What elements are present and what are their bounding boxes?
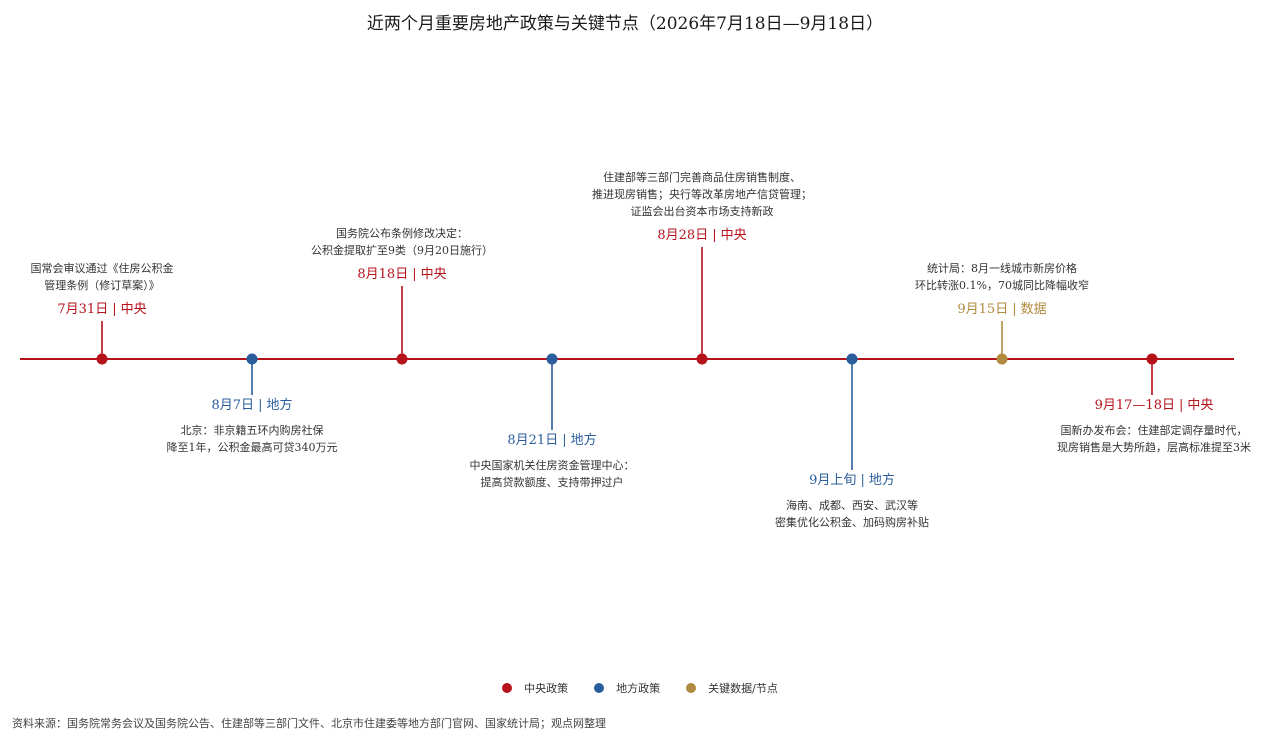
event-description-line: 中央国家机关住房资金管理中心： <box>469 459 635 472</box>
event-category: 中央 <box>720 228 747 243</box>
date-separator: | <box>412 267 417 282</box>
event-label: 8月21日|地方中央国家机关住房资金管理中心： 提高贷款额度、支持带押过户 <box>470 432 635 491</box>
event-marker <box>396 353 408 365</box>
event-description-line: 现房销售是大势所趋，层高标准提至3米 <box>1057 441 1251 454</box>
event-description-line: 海南、成都、西安、武汉等 <box>786 499 918 512</box>
legend-dot <box>594 683 605 693</box>
event-label: 住建部等三部门完善商品住房销售制度、推进现房销售；央行等改革房地产信贷管理； 证监… <box>592 169 812 245</box>
event-description-line: 统计局：8月一线城市新房价格 <box>926 262 1077 275</box>
event-category: 地方 <box>570 433 597 448</box>
date-separator: | <box>712 228 717 243</box>
event-date: 9月上旬|地方 <box>775 472 929 490</box>
event-description-line: 降至1年，公积金最高可贷340万元 <box>166 441 338 454</box>
date-separator: | <box>258 398 263 413</box>
date-separator: | <box>860 473 865 488</box>
date-separator: | <box>112 302 117 317</box>
event-description-line: 环比转涨0.1%，70城同比降幅收窄 <box>915 279 1089 292</box>
event-description-line: 证监会出台资本市场支持新政 <box>630 205 774 218</box>
event-date: 9月15日|数据 <box>915 301 1089 319</box>
event-date: 8月18日|中央 <box>311 266 493 284</box>
legend-dot <box>502 683 513 693</box>
event-label: 8月7日|地方北京：非京籍五环内购房社保降至1年，公积金最高可贷340万元 <box>167 397 338 456</box>
event-marker <box>696 353 708 365</box>
legend-label: 关键数据/节点 <box>708 682 778 695</box>
event-marker <box>96 353 108 365</box>
event-date-text: 9月17—18日 <box>1094 398 1175 413</box>
event-date: 7月31日|中央 <box>31 301 174 319</box>
event-category: 地方 <box>868 473 895 488</box>
event-marker <box>1146 353 1158 365</box>
event-description: 中央国家机关住房资金管理中心： 提高贷款额度、支持带押过户 <box>470 457 635 491</box>
event-date-text: 9月15日 <box>957 302 1009 317</box>
event-label: 国务院公布条例修改决定： 公积金提取扩至9类（9月20日施行） 8月18日|中央 <box>311 225 493 284</box>
legend-label: 地方政策 <box>616 682 661 695</box>
event-date: 9月17—18日|中央 <box>1057 397 1251 415</box>
event-category: 中央 <box>120 302 147 317</box>
event-description-line: 国常会审议通过《住房公积金 <box>30 262 174 275</box>
date-separator: | <box>1012 302 1017 317</box>
event-description: 国新办发布会：住建部定调存量时代， 现房销售是大势所趋，层高标准提至3米 <box>1057 422 1251 456</box>
event-description-line: 推进现房销售；央行等改革房地产信贷管理； <box>592 188 812 201</box>
event-category: 中央 <box>1187 398 1214 413</box>
event-description-line: 公积金提取扩至9类（9月20日施行） <box>311 244 493 257</box>
event-label: 国常会审议通过《住房公积金管理条例（修订草案）》 7月31日|中央 <box>31 260 174 319</box>
event-description-line: 北京：非京籍五环内购房社保 <box>180 424 324 437</box>
event-date-text: 8月7日 <box>211 398 255 413</box>
event-marker <box>996 353 1008 365</box>
event-description: 住建部等三部门完善商品住房销售制度、推进现房销售；央行等改革房地产信贷管理； 证监… <box>592 169 812 220</box>
event-description: 海南、成都、西安、武汉等密集优化公积金、加码购房补贴 <box>775 497 929 531</box>
date-separator: | <box>562 433 567 448</box>
event-category: 地方 <box>266 398 293 413</box>
event-marker <box>546 353 558 365</box>
page-title: 近两个月重要房地产政策与关键节点（2026年7月18日—9月18日） <box>366 14 884 34</box>
event-description: 北京：非京籍五环内购房社保降至1年，公积金最高可贷340万元 <box>167 422 338 456</box>
event-date: 8月21日|地方 <box>470 432 635 450</box>
event-date-text: 8月21日 <box>507 433 559 448</box>
legend-dot <box>686 683 697 693</box>
event-date-text: 8月28日 <box>657 228 709 243</box>
legend-label: 中央政策 <box>524 682 569 695</box>
legend-item-data: 关键数据/节点 <box>686 680 778 696</box>
event-date-text: 8月18日 <box>357 267 409 282</box>
event-description: 国常会审议通过《住房公积金管理条例（修订草案）》 <box>31 260 174 294</box>
event-date-text: 7月31日 <box>57 302 109 317</box>
legend: 中央政策 地方政策 关键数据/节点 <box>0 680 1280 696</box>
event-marker <box>246 353 258 365</box>
event-category: 数据 <box>1020 302 1047 317</box>
source-note: 资料来源：国务院常务会议及国务院公告、住建部等三部门文件、北京市住建委等地方部门… <box>12 717 606 730</box>
event-description-line: 密集优化公积金、加码购房补贴 <box>775 516 929 529</box>
legend-item-local: 地方政策 <box>594 680 660 696</box>
event-label: 9月上旬|地方海南、成都、西安、武汉等密集优化公积金、加码购房补贴 <box>775 472 929 531</box>
event-description-line: 国务院公布条例修改决定： <box>336 227 468 240</box>
date-separator: | <box>1178 398 1184 413</box>
event-description: 国务院公布条例修改决定： 公积金提取扩至9类（9月20日施行） <box>311 225 493 259</box>
event-label: 9月17—18日|中央国新办发布会：住建部定调存量时代， 现房销售是大势所趋，层高… <box>1057 397 1251 456</box>
event-description: 统计局：8月一线城市新房价格环比转涨0.1%，70城同比降幅收窄 <box>915 260 1089 294</box>
event-date: 8月7日|地方 <box>167 397 338 415</box>
event-marker <box>846 353 858 365</box>
event-date-text: 9月上旬 <box>809 473 857 488</box>
event-description-line: 管理条例（修订草案）》 <box>44 279 160 292</box>
event-description-line: 提高贷款额度、支持带押过户 <box>480 476 624 489</box>
event-description-line: 国新办发布会：住建部定调存量时代， <box>1060 424 1248 437</box>
event-description-line: 住建部等三部门完善商品住房销售制度、 <box>603 171 801 184</box>
event-label: 统计局：8月一线城市新房价格环比转涨0.1%，70城同比降幅收窄 9月15日|数据 <box>915 260 1089 319</box>
event-date: 8月28日|中央 <box>592 227 812 245</box>
event-category: 中央 <box>420 267 447 282</box>
legend-item-central: 中央政策 <box>502 680 568 696</box>
